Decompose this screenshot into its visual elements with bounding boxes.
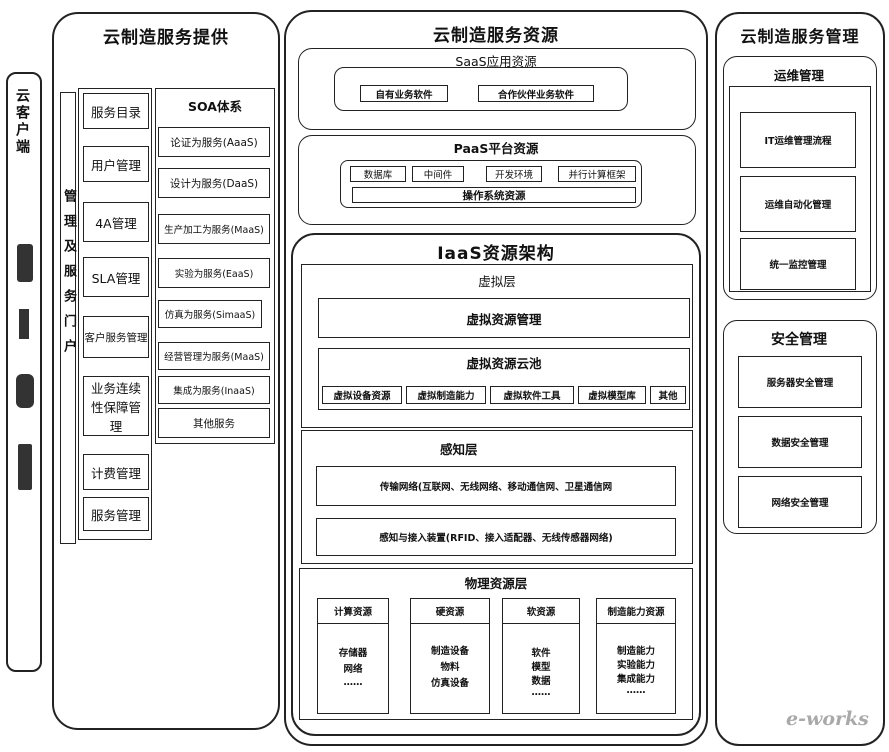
physical-col-line: 仿真设备 — [430, 678, 469, 689]
physical-col-line: 制造能力 — [616, 646, 655, 657]
physical-col-line: …… — [531, 687, 551, 698]
saas-title: SaaS应用资源 — [455, 53, 537, 69]
ops-item-it-process: IT运维管理流程 — [740, 112, 856, 168]
physical-layer-title: 物理资源层 — [464, 575, 528, 591]
paas-item-parallel-computing: 并行计算框架 — [558, 166, 636, 182]
sensing-layer-title: 感知层 — [440, 442, 478, 457]
physical-col-line: …… — [343, 677, 363, 688]
eworks-logo: e-works — [786, 708, 869, 730]
physical-col-line: 制造设备 — [430, 646, 469, 657]
service-resources-title: 云制造服务资源 — [433, 25, 559, 46]
mgmt-item-4a: 4A管理 — [83, 202, 149, 242]
physical-col-title: 制造能力资源 — [596, 598, 676, 624]
physical-col-compute: 计算资源 存储器 网络 …… — [317, 598, 389, 714]
physical-col-manufacturing-capability: 制造能力资源 制造能力 实验能力 集成能力 …… — [596, 598, 676, 714]
service-provide-title: 云制造服务提供 — [103, 27, 229, 48]
pool-item-virtual-model-lib: 虚拟模型库 — [578, 386, 646, 404]
physical-col-line: 软件 — [531, 648, 551, 659]
soa-item-aaas: 论证为服务(AaaS) — [158, 127, 270, 157]
paas-item-middleware: 中间件 — [412, 166, 464, 182]
mgmt-item-business-continuity: 业务连续性保障管理 — [83, 376, 149, 436]
physical-col-line: 存储器 — [338, 648, 368, 659]
mgmt-item-user: 用户管理 — [83, 146, 149, 182]
pool-item-virtual-capability: 虚拟制造能力 — [406, 386, 486, 404]
sensing-access-devices: 感知与接入装置(RFID、接入适配器、无线传感器网络) — [316, 518, 676, 556]
physical-col-title: 软资源 — [502, 598, 580, 624]
eworks-logo-text: e-works — [786, 708, 869, 730]
paas-title: PaaS平台资源 — [453, 140, 539, 156]
saas-item-partner-software: 合作伙伴业务软件 — [478, 85, 594, 102]
soa-item-daas: 设计为服务(DaaS) — [158, 168, 270, 198]
client-device-icon — [19, 309, 29, 339]
security-item-server: 服务器安全管理 — [738, 356, 862, 408]
soa-item-other: 其他服务 — [158, 408, 270, 438]
physical-col-line: …… — [626, 685, 646, 696]
physical-col-title: 硬资源 — [410, 598, 490, 624]
soa-item-mgmt-maas: 经营管理为服务(MaaS) — [158, 342, 270, 370]
soa-item-simaas: 仿真为服务(SimaaS) — [158, 300, 262, 328]
mgmt-item-service-mgmt: 服务管理 — [83, 497, 149, 531]
client-device-icon — [16, 374, 34, 408]
physical-col-line: 模型 — [531, 662, 551, 673]
soa-item-inaas: 集成为服务(InaaS) — [158, 376, 270, 404]
paas-item-database: 数据库 — [350, 166, 406, 182]
ops-item-monitoring: 统一监控管理 — [740, 238, 856, 290]
paas-os-resources: 操作系统资源 — [352, 187, 636, 203]
soa-item-maas: 生产加工为服务(MaaS) — [158, 214, 270, 244]
physical-col-line: 物料 — [440, 662, 460, 673]
physical-col-title: 计算资源 — [317, 598, 389, 624]
mgmt-item-sla: SLA管理 — [83, 257, 149, 297]
client-strip: 云客户端 — [6, 72, 42, 672]
physical-col-hardware: 硬资源 制造设备 物料 仿真设备 — [410, 598, 490, 714]
mgmt-item-billing: 计费管理 — [83, 454, 149, 490]
iaas-title: IaaS资源架构 — [437, 243, 555, 264]
soa-title: SOA体系 — [188, 98, 242, 114]
mgmt-item-customer-service: 客户服务管理 — [83, 316, 149, 358]
pool-item-virtual-equipment: 虚拟设备资源 — [322, 386, 402, 404]
security-item-data: 数据安全管理 — [738, 416, 862, 468]
virtual-resource-mgmt: 虚拟资源管理 — [318, 298, 690, 338]
portal-bar: 管理及服务门户 — [60, 92, 76, 544]
physical-col-line: 实验能力 — [616, 660, 655, 671]
physical-col-line: 集成能力 — [616, 674, 655, 685]
portal-label: 管理及服务门户 — [61, 189, 76, 364]
client-strip-label: 云客户端 — [14, 88, 30, 156]
sensing-transport-network: 传输网络(互联网、无线网络、移动通信网、卫星通信网 — [316, 466, 676, 506]
security-item-network: 网络安全管理 — [738, 476, 862, 528]
physical-col-software: 软资源 软件 模型 数据 …… — [502, 598, 580, 714]
virtual-pool-title: 虚拟资源云池 — [466, 355, 542, 371]
physical-col-line: 网络 — [343, 664, 363, 675]
physical-col-line: 数据 — [531, 676, 551, 687]
virtual-layer-title: 虚拟层 — [478, 273, 516, 289]
ops-item-automation: 运维自动化管理 — [740, 176, 856, 232]
client-device-icon — [17, 244, 33, 282]
security-mgmt-title: 安全管理 — [771, 332, 827, 348]
soa-item-eaas: 实验为服务(EaaS) — [158, 258, 270, 288]
pool-item-virtual-software: 虚拟软件工具 — [490, 386, 574, 404]
paas-item-dev-env: 开发环境 — [486, 166, 542, 182]
saas-item-own-software: 自有业务软件 — [360, 85, 448, 102]
client-device-icon — [18, 444, 32, 490]
pool-item-other: 其他 — [650, 386, 686, 404]
ops-mgmt-title: 运维管理 — [773, 67, 824, 83]
service-management-title: 云制造服务管理 — [740, 27, 860, 46]
mgmt-item-service-catalog: 服务目录 — [83, 93, 149, 129]
